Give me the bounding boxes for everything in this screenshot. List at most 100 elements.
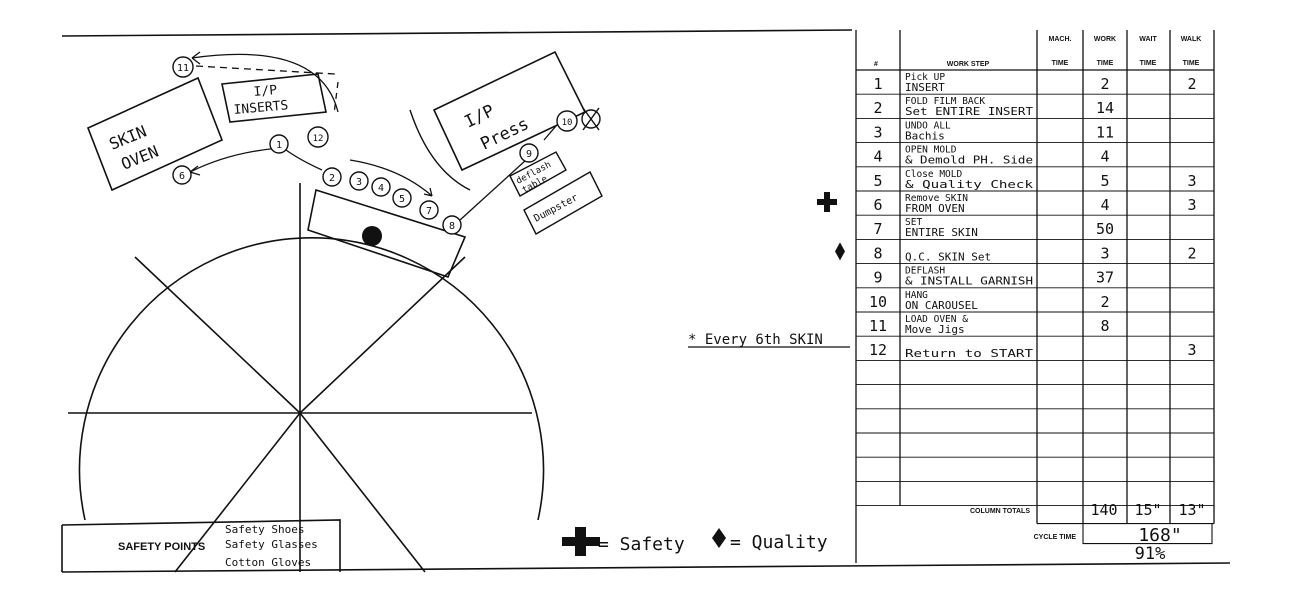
carousel-circle	[68, 183, 545, 573]
work-time-cell: 4	[1100, 196, 1109, 214]
quality-diamond-icon	[712, 528, 726, 548]
row-number: 6	[873, 196, 882, 214]
header-mach-1: MACH.	[1049, 36, 1072, 43]
header-mach-2: TIME	[1052, 60, 1069, 67]
step-circles: 1 2 3 4 5 6 7 8 9 10 11 12	[172, 56, 578, 235]
sheet-frame	[61, 29, 1231, 573]
legend-quality-text: = Quality	[730, 532, 828, 553]
work-step-line-2: FROM OVEN	[905, 202, 965, 215]
step-circle-4: 4	[371, 177, 391, 197]
work-step-line-2: Set ENTIRE INSERT	[905, 105, 1033, 118]
svg-text:10: 10	[562, 118, 573, 128]
walk-paths	[189, 51, 557, 221]
operator-position-icon	[362, 226, 382, 246]
safety-cross-icon	[817, 192, 837, 212]
ip-inserts: I/P INSERTS	[221, 73, 327, 123]
step-circle-8: 8	[442, 215, 462, 235]
header-walk-1: WALK	[1181, 36, 1202, 43]
svg-text:4: 4	[378, 183, 384, 194]
work-step-table: # WORK STEP MACH. TIME WORK TIME WAIT TI…	[817, 30, 1215, 564]
svg-text:3: 3	[356, 177, 362, 188]
quality-diamond-icon	[835, 242, 845, 261]
legend-safety-text: = Safety	[598, 534, 685, 555]
work-step-line-2: & Quality Check	[905, 178, 1033, 191]
work-step-line-1: SET	[905, 217, 922, 228]
total-walk-time: 13"	[1178, 501, 1205, 519]
work-time-cell: 37	[1096, 269, 1114, 287]
header-work-2: TIME	[1097, 60, 1114, 67]
step-circle-10: 10	[556, 110, 578, 132]
work-step-line-1: Close MOLD	[905, 169, 962, 180]
row-number: 9	[873, 269, 882, 287]
row-number: 3	[873, 123, 882, 141]
header-num: #	[874, 61, 878, 68]
walk-time-cell: 2	[1187, 244, 1196, 262]
table-grid	[855, 30, 1215, 563]
header-work-step: WORK STEP	[947, 61, 990, 68]
svg-text:8: 8	[449, 221, 455, 232]
carousel-fixture	[307, 188, 467, 278]
work-step-line-1: LOAD OVEN &	[905, 314, 968, 325]
work-step-line-2: Return to START	[905, 347, 1033, 360]
work-step-line-2: INSERT	[905, 81, 945, 94]
work-time-cell: 2	[1100, 293, 1109, 311]
row-number: 2	[873, 99, 882, 117]
work-step-line-2: Move Jigs	[905, 323, 965, 336]
work-step-line-2: Q.C. SKIN Set	[905, 250, 991, 263]
row-number: 10	[869, 293, 887, 311]
svg-text:7: 7	[426, 206, 432, 217]
work-step-line-1: HANG	[905, 290, 928, 301]
cycle-time-value: 168"	[1138, 525, 1181, 546]
every-sixth-note: * Every 6th SKIN	[688, 332, 850, 348]
step-circle-11: 11	[172, 56, 194, 78]
row-number: 12	[869, 341, 887, 359]
safety-item-shoes: Safety Shoes	[225, 523, 304, 536]
step-circle-3: 3	[349, 171, 369, 191]
row-number: 4	[873, 148, 882, 166]
skin-oven: SKIN OVEN	[86, 76, 224, 192]
safety-points-box: SAFETY POINTS Safety Shoes Safety Glasse…	[61, 519, 341, 572]
work-time-cell: 5	[1100, 172, 1109, 190]
work-layout-diagram: SKIN OVEN I/P INSERTS I/P Press deflash …	[68, 50, 603, 573]
safety-points-label: SAFETY POINTS	[118, 541, 205, 553]
total-wait-time: 15"	[1134, 501, 1161, 519]
work-step-line-2: Bachis	[905, 129, 945, 142]
work-time-cell: 11	[1096, 123, 1114, 141]
header-walk-2: TIME	[1183, 60, 1200, 67]
row-number: 1	[873, 75, 882, 93]
walk-time-cell: 3	[1187, 172, 1196, 190]
work-time-cell: 4	[1100, 148, 1109, 166]
reject-mark-icon	[581, 107, 601, 131]
work-step-line-2: & Demold PH. Side	[905, 154, 1033, 167]
work-time-cell: 2	[1100, 75, 1109, 93]
work-time-cell: 3	[1100, 244, 1109, 262]
work-step-line-1: Remove SKIN	[905, 193, 968, 204]
cycle-time-label: CYCLE TIME	[1034, 534, 1077, 541]
step-circle-1: 1	[269, 134, 289, 154]
ip-inserts-label-2: INSERTS	[233, 98, 289, 118]
work-step-line-1: DEFLASH	[905, 266, 945, 277]
table-totals: COLUMN TOTALS 140 15" 13" CYCLE TIME 168…	[970, 501, 1206, 564]
svg-text:9: 9	[526, 149, 532, 160]
symbol-legend: = Safety = Quality	[562, 527, 828, 556]
ip-inserts-label-1: I/P	[253, 83, 278, 100]
efficiency-percent: 91%	[1135, 544, 1166, 564]
work-time-cell: 14	[1096, 99, 1114, 117]
work-step-line-1: FOLD FILM BACK	[905, 96, 985, 107]
step-circle-6: 6	[172, 165, 192, 185]
step-circle-5: 5	[392, 188, 412, 208]
svg-text:1: 1	[276, 140, 282, 151]
svg-text:12: 12	[313, 134, 324, 144]
step-circle-12: 12	[307, 126, 329, 148]
